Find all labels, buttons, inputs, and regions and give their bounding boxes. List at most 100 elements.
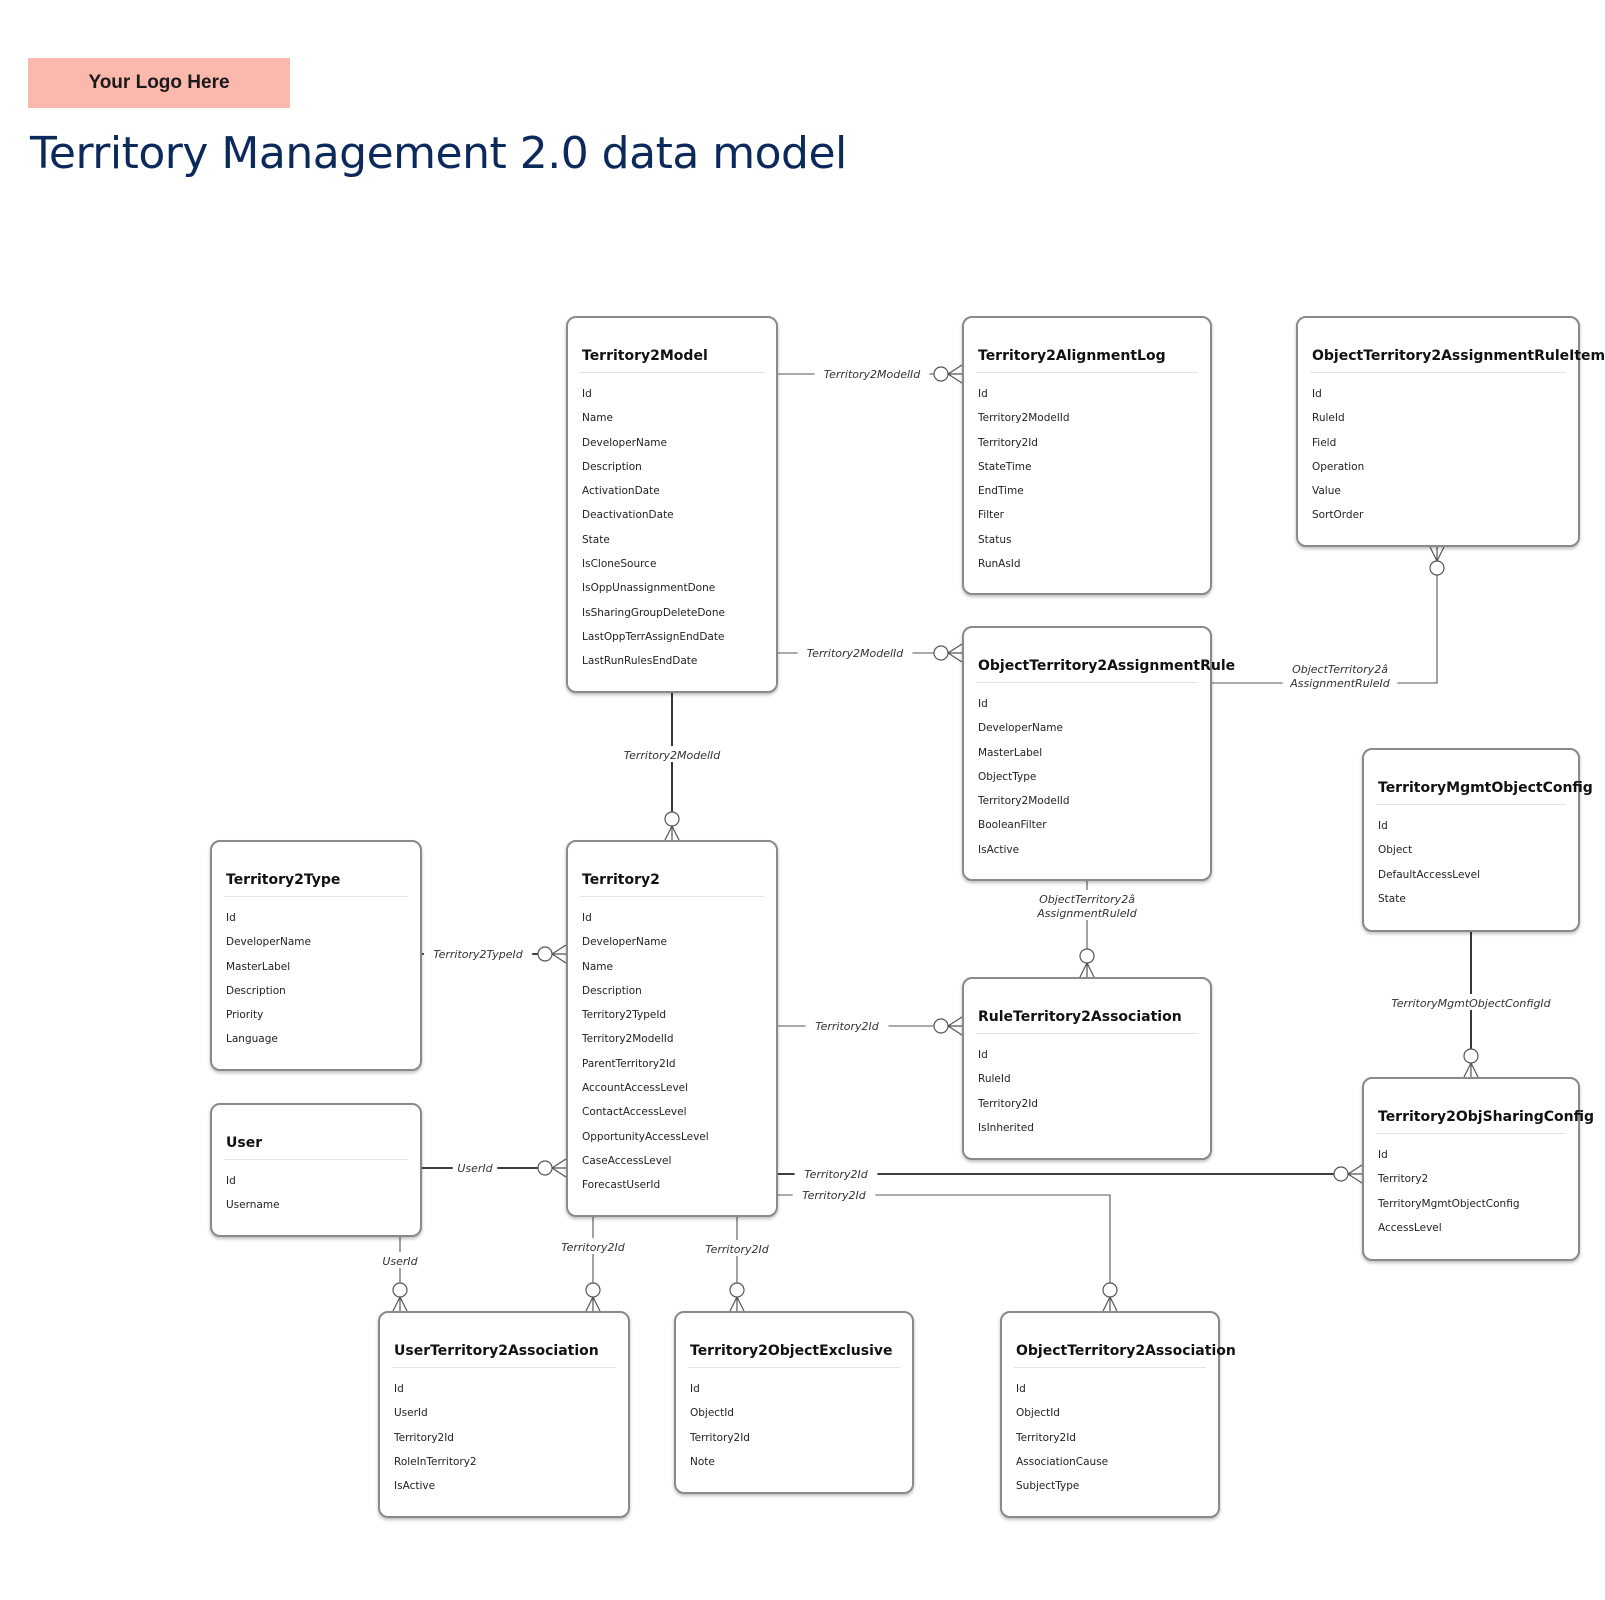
relationship-label: Territory2Id (561, 1241, 626, 1254)
entity-field: Id (978, 1049, 988, 1061)
entity-field: Note (690, 1455, 715, 1468)
entity-field: EndTime (978, 485, 1024, 498)
entity-title: ObjectTerritory2Association (1014, 1313, 1236, 1368)
page-title: Territory Management 2.0 data model (30, 128, 847, 179)
entity-field: Territory2ModelId (978, 412, 1070, 425)
entity-field: RunAsId (978, 558, 1021, 571)
relationship-label: Territory2TypeId (433, 948, 524, 961)
relationship-label-bg (551, 1238, 635, 1254)
entity-title: Territory2Model (580, 318, 764, 373)
entity-field: IsCloneSource (582, 558, 657, 571)
crow-foot-icon (729, 1296, 745, 1312)
crow-foot-icon (1463, 1062, 1479, 1078)
relationship-label: Territory2Id (705, 1243, 770, 1256)
entity-field: SubjectType (1016, 1480, 1080, 1493)
crow-foot-icon (1429, 546, 1445, 562)
zero-optional-icon (537, 1160, 553, 1176)
crow-foot-icon (664, 825, 680, 841)
crow-foot-icon (551, 944, 567, 964)
entity-title: Territory2ObjSharingConfig (1376, 1079, 1594, 1134)
entity-field: Territory2ModelId (582, 1033, 674, 1046)
entity-field: IsOppUnassignmentDone (582, 582, 716, 595)
entity-field: State (1378, 892, 1406, 905)
entity-field: Id (1378, 1149, 1388, 1161)
entity-title: Territory2AlignmentLog (976, 318, 1198, 373)
entity-field: Object (1378, 844, 1413, 857)
crow-foot-icon (947, 1016, 963, 1036)
entity-field: ObjectId (1016, 1407, 1060, 1420)
zero-optional-icon (1463, 1048, 1479, 1064)
entity-field: Id (690, 1383, 700, 1395)
entity-field: AccessLevel (1378, 1221, 1442, 1234)
entity-field: OpportunityAccessLevel (582, 1130, 709, 1143)
zero-optional-icon (933, 645, 949, 661)
entity-field: Field (1312, 436, 1337, 449)
entity-field: Name (582, 412, 613, 425)
relationship-r8: TerritoryMgmtObjectConfigId (1381, 932, 1561, 1078)
zero-optional-icon (933, 366, 949, 382)
entity-title: UserTerritory2Association (392, 1313, 616, 1368)
entity-field: Priority (226, 1009, 264, 1022)
entity-field: Id (226, 1175, 236, 1187)
relationship-label-bg (805, 1017, 889, 1033)
entity-field: Territory2Id (690, 1431, 750, 1444)
zero-optional-icon (1429, 560, 1445, 576)
relationship-label-line: AssignmentRuleId (1036, 907, 1137, 920)
entity-field: DeveloperName (226, 936, 311, 949)
entity-field: Territory2Id (978, 436, 1038, 449)
zero-optional-icon (392, 1282, 408, 1298)
entity-field: IsActive (394, 1480, 436, 1493)
crow-foot-icon (392, 1296, 408, 1312)
zero-optional-icon (729, 1282, 745, 1298)
entity-field: Filter (978, 509, 1005, 522)
entity-field: RuleId (978, 1073, 1011, 1086)
entity-field: Id (1016, 1383, 1026, 1395)
relationship-label: UserId (457, 1162, 493, 1175)
entity-field: Id (1312, 388, 1322, 400)
zero-optional-icon (585, 1282, 601, 1298)
relationship-label-bg (797, 644, 913, 660)
entity-field: Status (978, 533, 1012, 546)
entity-field: Value (1312, 485, 1341, 498)
zero-optional-icon (1079, 948, 1095, 964)
entity-title: RuleTerritory2Association (976, 979, 1198, 1034)
entity-field: UserId (394, 1407, 428, 1420)
relationship-label-line: ObjectTerritory2â (1292, 663, 1388, 676)
entity-field: ObjectId (690, 1407, 734, 1420)
entity-field: Operation (1312, 460, 1365, 473)
entity-field: Id (394, 1383, 404, 1395)
entity-field: Language (226, 1033, 278, 1046)
entity-title: ObjectTerritory2AssignmentRule (976, 628, 1235, 683)
crow-foot-icon (947, 364, 963, 384)
entity-field: DeveloperName (978, 722, 1063, 735)
relationship-r10: Territory2Id (778, 1164, 1363, 1184)
relationship-label: Territory2Id (802, 1189, 867, 1202)
relationship-r3: Territory2ModelId (614, 693, 730, 841)
relationship-label: Territory2Id (815, 1020, 880, 1033)
relationship-label: Territory2ModelId (824, 368, 922, 381)
relationship-label: UserId (382, 1255, 418, 1268)
entity-field: Id (582, 388, 592, 400)
entity-field: Territory2ModelId (978, 795, 1070, 808)
entity-field: Username (226, 1199, 280, 1212)
entity-field: ActivationDate (582, 485, 660, 498)
entity-field: Id (1378, 820, 1388, 832)
crow-foot-icon (947, 643, 963, 663)
